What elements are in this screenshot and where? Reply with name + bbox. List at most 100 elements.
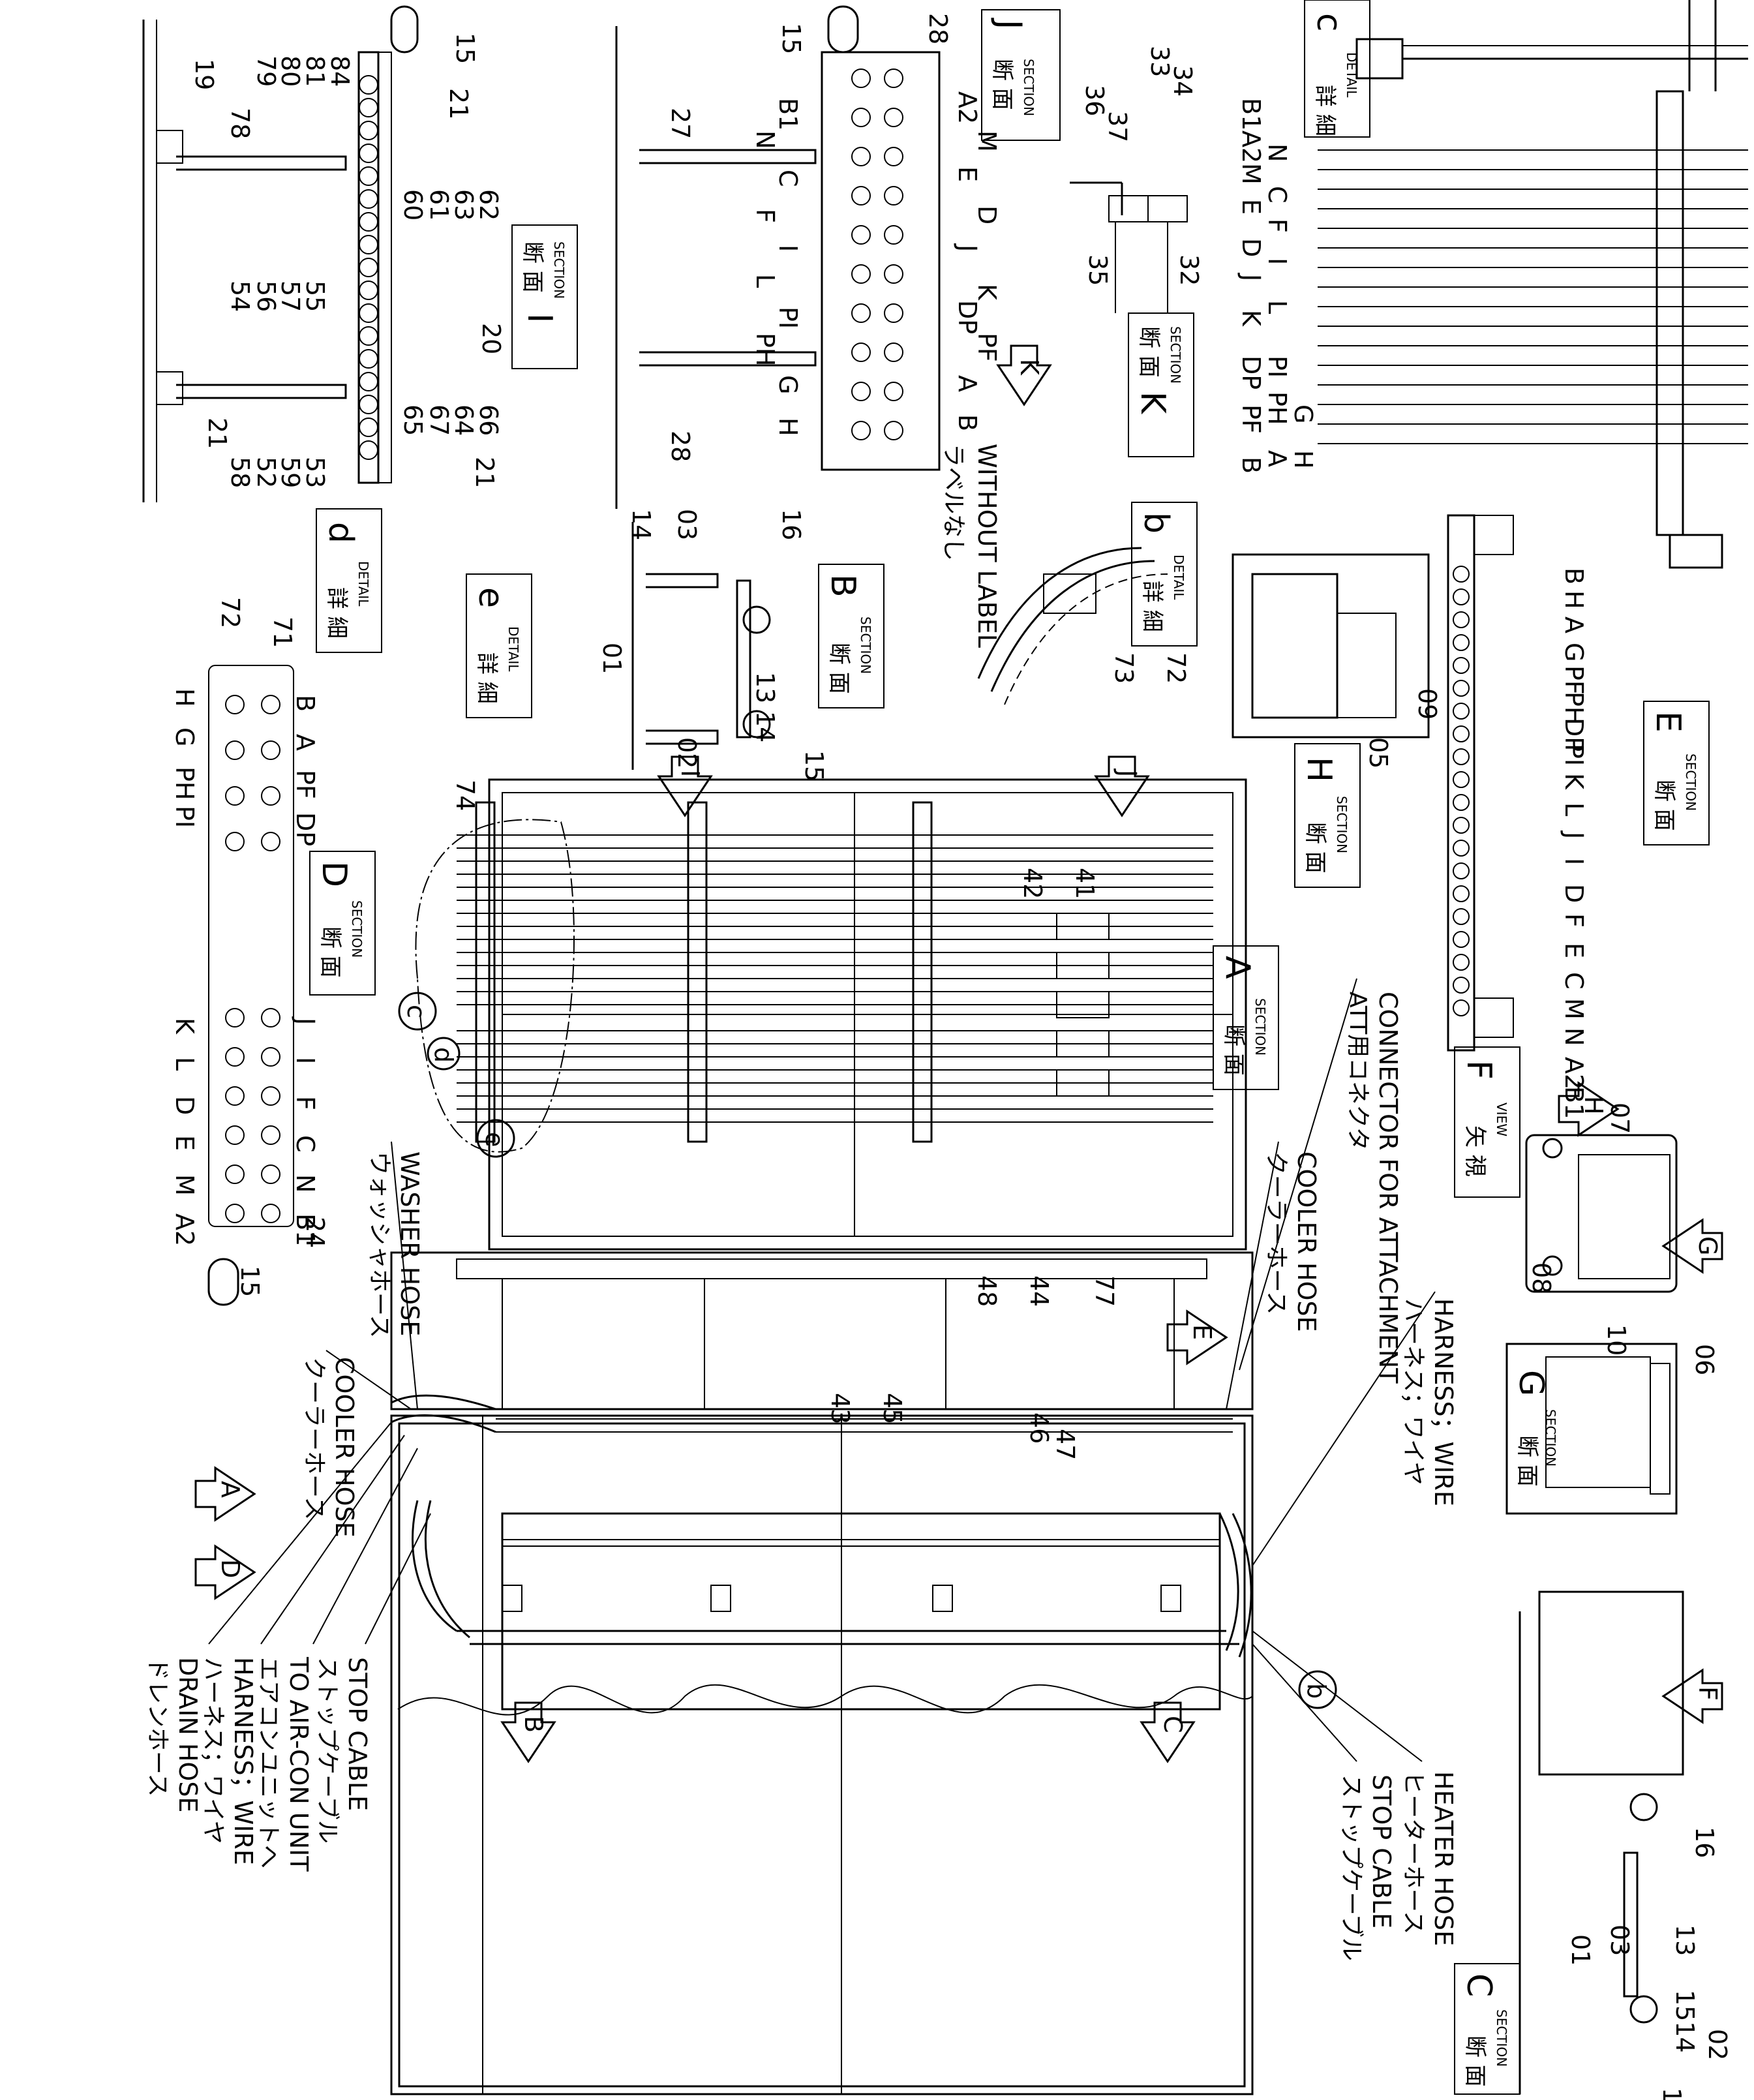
svg-text:H: H <box>1579 1096 1608 1115</box>
svg-text:DETAIL: DETAIL <box>1344 52 1359 98</box>
svg-text:G: G <box>1511 1370 1550 1396</box>
svg-text:ドレンホース: ドレンホース <box>144 1657 171 1797</box>
port-d-top-2: G <box>170 727 199 746</box>
port-e-6: DP <box>1560 718 1588 752</box>
callout-15b: 15 <box>777 23 806 54</box>
port-e-17: N <box>1560 1027 1588 1046</box>
svg-text:A: A <box>216 1481 245 1498</box>
callout-01b: 01 <box>1566 1934 1595 1966</box>
svg-text:B: B <box>519 1716 548 1733</box>
callout-80: 80 <box>276 55 305 87</box>
callout-57: 57 <box>276 281 305 312</box>
callout-15c: 15 <box>235 1266 264 1297</box>
callout-84: 84 <box>325 55 354 87</box>
callout-28: 28 <box>924 13 952 44</box>
title-detail-e: 詳 細 DETAIL e <box>466 573 532 718</box>
detail-b-drawing <box>977 547 1168 705</box>
callout-14: 14 <box>627 509 656 540</box>
svg-text:I: I <box>676 770 704 777</box>
svg-text:ハーネス；ワイヤ: ハーネス；ワイヤ <box>200 1657 226 1844</box>
arrow-e: E <box>1166 1309 1228 1365</box>
arrow-h: H <box>1558 1081 1620 1137</box>
svg-text:DETAIL: DETAIL <box>506 626 521 672</box>
callout-28b: 28 <box>666 431 695 462</box>
port-c-17: N <box>1263 144 1292 162</box>
port-c-1: A <box>1263 450 1292 467</box>
svg-text:VIEW: VIEW <box>1494 1103 1509 1136</box>
svg-text:SECTION: SECTION <box>1021 59 1036 116</box>
callout-32: 32 <box>1175 254 1203 286</box>
port-c-18: A2 <box>1237 130 1265 163</box>
hose-labels: ドレンホース DRAIN HOSE ハーネス；ワイヤ HARNESS；WIRE … <box>144 444 1458 1961</box>
callout-74: 74 <box>451 780 479 811</box>
callout-34: 34 <box>1168 65 1197 97</box>
port-d2-top-5: A2 <box>170 1213 199 1246</box>
circle-e: e <box>480 1132 509 1147</box>
svg-text:CONNECTOR FOR ATTACHMENT: CONNECTOR FOR ATTACHMENT <box>1374 992 1402 1384</box>
port-e-11: I <box>1560 858 1588 865</box>
title-section-k: 断 面 SECTION K <box>1128 312 1194 457</box>
svg-text:F: F <box>1693 1686 1722 1701</box>
port-e-3: G <box>1560 643 1588 662</box>
port-e-0: B <box>1560 568 1588 585</box>
svg-text:B: B <box>823 574 862 598</box>
callout-13b: 13 <box>1671 1925 1699 1956</box>
port-j-b: B <box>953 414 982 431</box>
callout-72b: 72 <box>1162 652 1190 684</box>
port-d2-bot-4: N <box>291 1174 320 1193</box>
callout-52: 52 <box>252 457 280 488</box>
callout-02: 02 <box>673 737 701 768</box>
svg-text:断 面: 断 面 <box>1462 2035 1488 2087</box>
callout-62: 62 <box>474 189 503 221</box>
svg-text:COOLER HOSE: COOLER HOSE <box>1292 1151 1321 1332</box>
svg-text:STOP CABLE: STOP CABLE <box>343 1657 372 1811</box>
port-j-b1: B1 <box>774 98 802 130</box>
port-d-top-3: H <box>170 688 199 707</box>
label-washer-hose: ウォッシャホース WASHER HOSE <box>366 1151 424 1338</box>
port-c-0: B <box>1237 457 1265 474</box>
callout-21c: 21 <box>470 457 499 488</box>
svg-text:矢 視: 矢 視 <box>1462 1125 1488 1177</box>
port-j-d: D <box>973 205 1001 224</box>
port-j-c: C <box>774 170 802 187</box>
port-c-12: D <box>1237 238 1265 257</box>
port-e-16: M <box>1560 998 1588 1020</box>
section-title-boxes: 断 面 SECTION I 断 面 SECTION J 断 面 SECTION … <box>309 0 1710 2095</box>
callout-67: 67 <box>425 404 453 436</box>
title-detail-d: 詳 細 DETAIL d <box>316 508 382 653</box>
port-c-7: PI <box>1263 356 1292 378</box>
port-c-3: PF <box>1237 404 1265 434</box>
svg-text:詳 細: 詳 細 <box>324 587 350 639</box>
svg-text:K: K <box>1015 359 1044 376</box>
callout-61: 61 <box>425 189 453 221</box>
port-letters-section-j: B1 N C F I L PI PH G H A2 M E D J K DP P… <box>751 91 1001 436</box>
callout-19: 19 <box>190 59 219 90</box>
svg-text:断 面: 断 面 <box>826 643 852 694</box>
detail-circle-letters: c d e b <box>402 1005 1331 1699</box>
svg-text:SECTION: SECTION <box>1168 326 1183 384</box>
svg-text:ストップケーブル: ストップケーブル <box>1338 1774 1365 1961</box>
arrow-b: B <box>500 1701 556 1763</box>
callout-56: 56 <box>252 281 280 312</box>
svg-text:DETAIL: DETAIL <box>1171 555 1187 600</box>
svg-text:HARNESS；WIRE: HARNESS；WIRE <box>229 1657 258 1865</box>
label-stop-cable-left: ストップケーブル STOP CABLE <box>314 1657 372 1844</box>
arrow-c: C <box>1140 1701 1196 1763</box>
label-cooler-hose-left: クーラーホース COOLER HOSE <box>301 1357 359 1538</box>
port-j-n: N <box>751 130 779 149</box>
port-letters-section-e: B H A G PF PH DP PI K L J I D F E C M N … <box>1560 568 1588 1119</box>
svg-text:K: K <box>1133 391 1172 415</box>
port-e-14: E <box>1560 943 1588 958</box>
callout-33: 33 <box>1145 46 1174 77</box>
svg-text:断 面: 断 面 <box>1220 1024 1247 1076</box>
callout-13: 13 <box>751 672 779 703</box>
port-j-pi: PI <box>774 307 802 329</box>
svg-text:断 面: 断 面 <box>1651 780 1677 831</box>
callout-45: 45 <box>878 1393 907 1424</box>
callout-08: 08 <box>1527 1262 1556 1294</box>
port-letters-detail-c: B A H PF G PH DP PI K L J I D F E C M N … <box>1237 98 1318 474</box>
callout-77: 77 <box>1090 1275 1119 1307</box>
title-section-b: 断 面 SECTION B <box>818 564 885 708</box>
port-c-13: F <box>1263 219 1292 233</box>
